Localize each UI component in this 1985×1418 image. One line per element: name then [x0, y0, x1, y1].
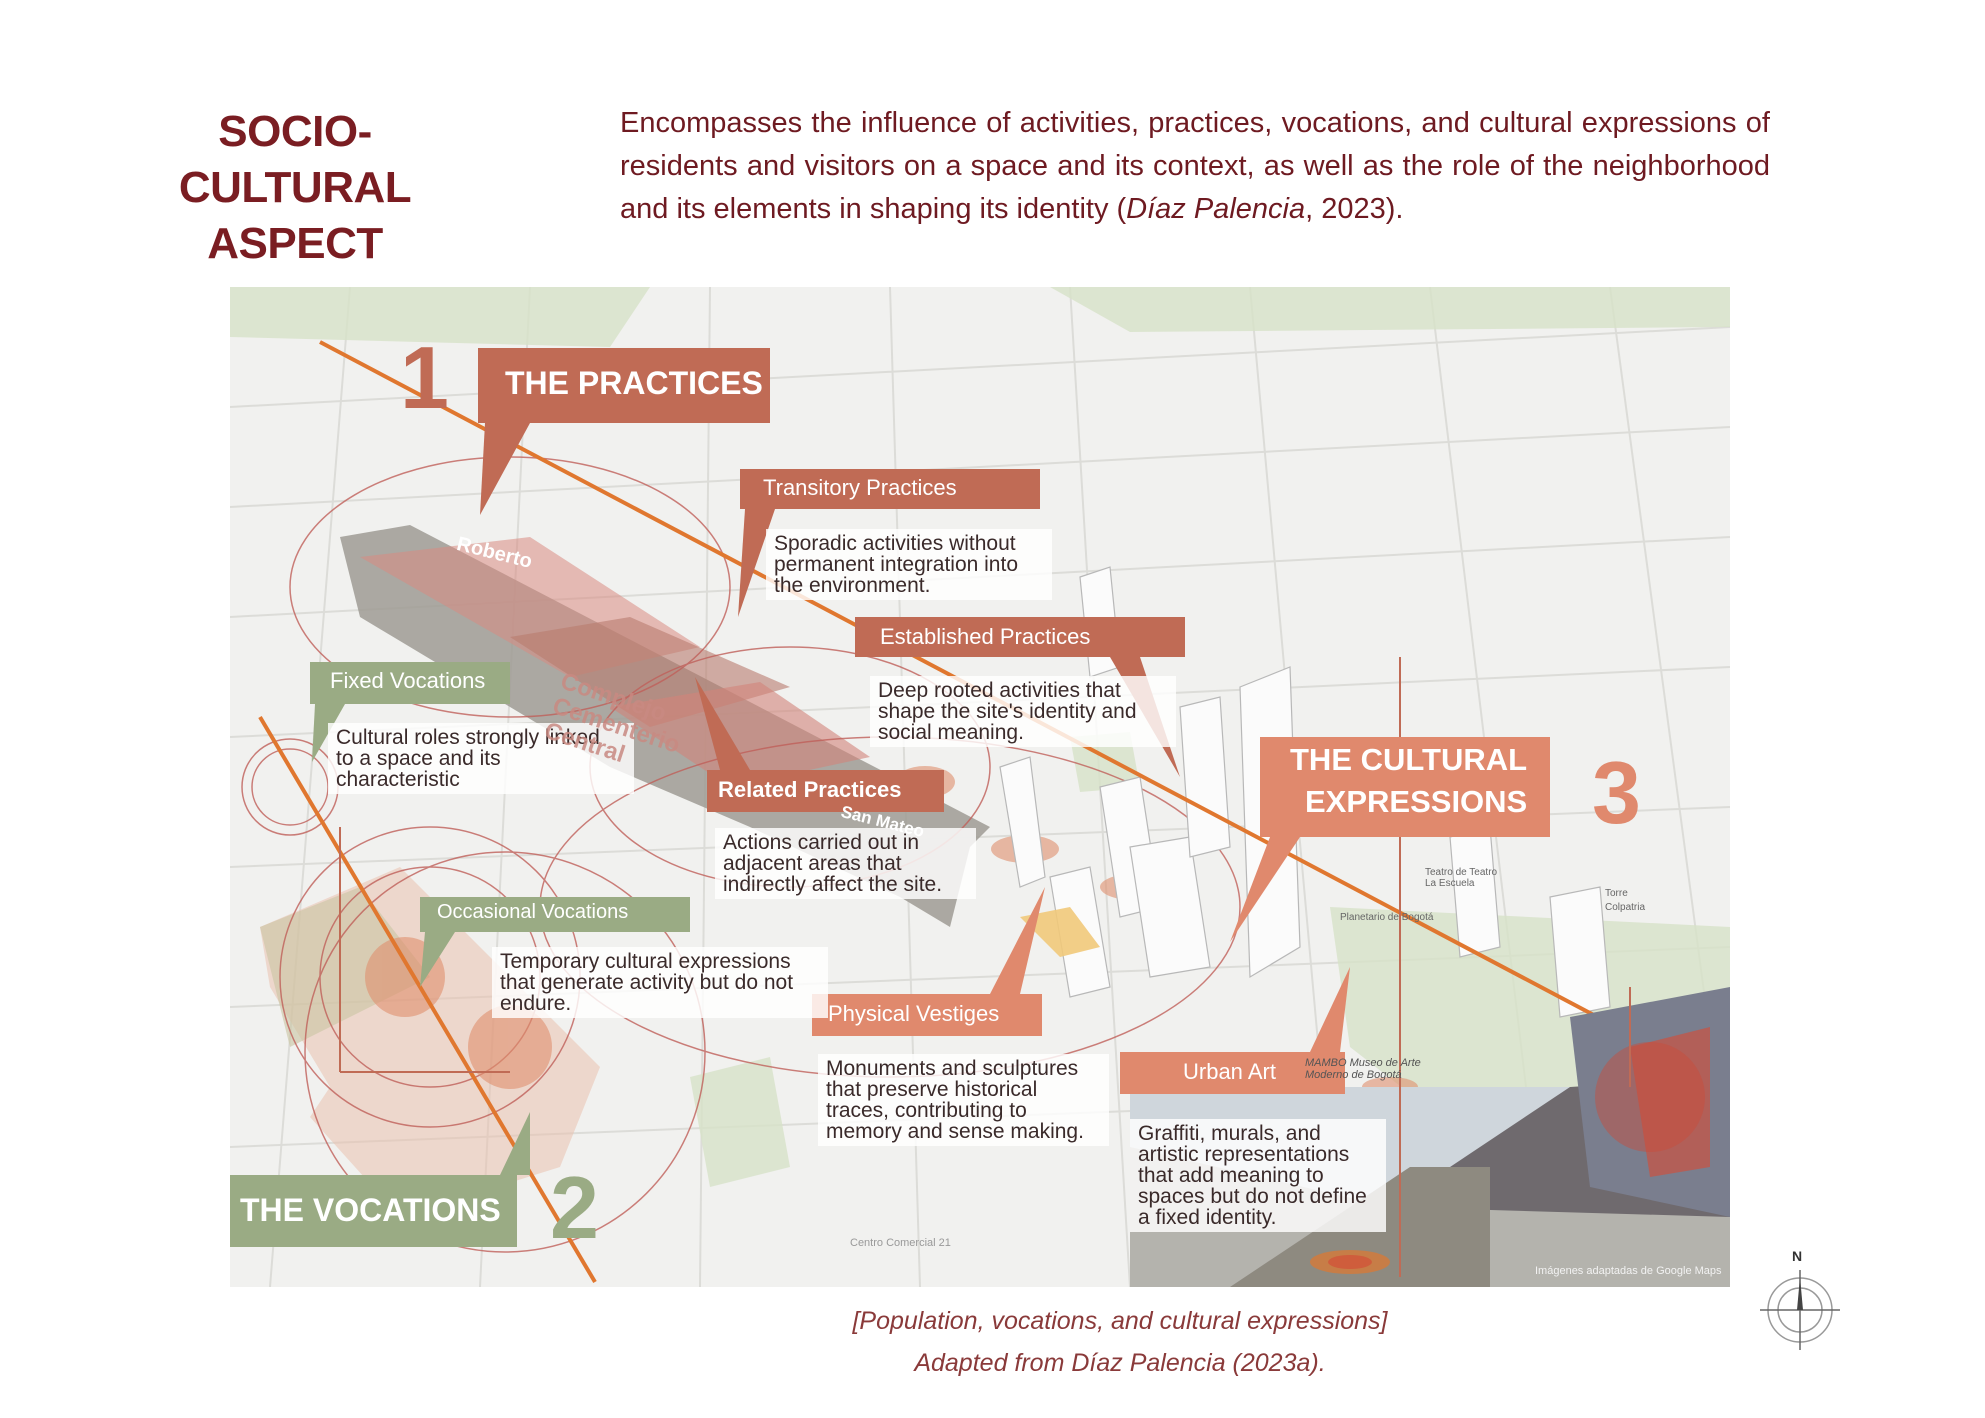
urban-art-label: Urban Art — [1183, 1059, 1276, 1084]
desc-line: Monuments and sculptures — [826, 1057, 1079, 1080]
desc-line: Deep rooted activities that — [878, 679, 1121, 702]
established-label: Established Practices — [880, 624, 1091, 649]
desc-line: a fixed identity. — [1138, 1206, 1277, 1229]
desc-line: adjacent areas that — [723, 852, 902, 875]
desc-line: artistic representations — [1138, 1143, 1350, 1166]
desc-line: Temporary cultural expressions — [500, 950, 791, 973]
established-desc: Deep rooted activities that shape the si… — [870, 676, 1176, 747]
occasional-label: Occasional Vocations — [437, 901, 629, 923]
title-line-2: ASPECT — [207, 219, 383, 268]
caption-line-1: [Population, vocations, and cultural exp… — [852, 1307, 1388, 1335]
occasional-callout — [420, 897, 690, 987]
vocations-callout — [230, 1112, 530, 1247]
vocations-number: 2 — [550, 1158, 599, 1257]
intro-tail: , 2023). — [1305, 193, 1404, 225]
north-compass-icon — [1760, 1270, 1840, 1350]
related-label: Related Practices — [718, 777, 902, 802]
desc-line: that preserve historical — [826, 1078, 1038, 1101]
vestiges-label: Physical Vestiges — [828, 1001, 1000, 1026]
desc-line: Cultural roles strongly linked — [336, 726, 600, 749]
desc-line: memory and sense making. — [826, 1120, 1084, 1143]
teatro-line: Teatro de Teatro — [1425, 867, 1498, 878]
mambo-line: Moderno de Bogotá — [1305, 1069, 1402, 1081]
torre-line: Colpatria — [1605, 902, 1646, 913]
urban-art-desc: Graffiti, murals, and artistic represent… — [1130, 1119, 1386, 1232]
related-callout — [695, 677, 944, 812]
urban-art-callout — [1120, 967, 1350, 1094]
urban-art-photo — [1130, 987, 1730, 1287]
related-desc: Actions carried out in adjacent areas th… — [715, 828, 976, 899]
desc-line: to a space and its — [336, 747, 501, 770]
expressions-title-line2: EXPRESSIONS — [1305, 784, 1528, 819]
fixed-callout — [310, 662, 510, 762]
desc-line: endure. — [500, 992, 572, 1015]
transitory-label: Transitory Practices — [763, 475, 957, 500]
mambo-line: MAMBO Museo de Arte — [1305, 1057, 1421, 1069]
intro-citation: Díaz Palencia — [1126, 193, 1306, 225]
image-credit: Imágenes adaptadas de Google Maps — [1535, 1265, 1722, 1277]
vestiges-callout — [812, 887, 1045, 1036]
transitory-desc: Sporadic activities without permanent in… — [766, 529, 1052, 600]
desc-line: that add meaning to — [1138, 1164, 1324, 1187]
practices-number: 1 — [400, 328, 449, 427]
compass-label: N — [1792, 1248, 1803, 1264]
transitory-callout — [738, 469, 1040, 617]
teatro-line: La Escuela — [1425, 878, 1475, 889]
desc-line: that generate activity but do not — [500, 971, 794, 994]
torre-label: Torre Colpatria — [1605, 887, 1645, 915]
vocations-axis — [258, 715, 597, 1284]
expressions-number: 3 — [1592, 743, 1641, 842]
expressions-callout — [1230, 737, 1550, 942]
expressions-title-line1: THE CULTURAL — [1290, 742, 1528, 777]
desc-line: the environment. — [774, 574, 931, 597]
centro-label: Centro Comercial 21 — [850, 1237, 951, 1249]
intro-text: Encompasses the influence of activities,… — [620, 107, 1770, 225]
vestige-zone — [1020, 907, 1100, 957]
practices-callout — [478, 348, 770, 515]
desc-line: shape the site's identity and — [878, 700, 1137, 723]
title-line-1: SOCIO-CULTURAL — [178, 107, 412, 212]
practices-title: THE PRACTICES — [505, 365, 763, 401]
planetario-label: Planetario de Bogotá — [1340, 912, 1434, 923]
desc-line: characteristic — [336, 768, 460, 791]
buildings — [999, 566, 1611, 1018]
desc-line: Graffiti, murals, and — [1138, 1122, 1321, 1145]
intro-paragraph: Encompasses the influence of activities,… — [620, 102, 1770, 231]
site-map-diagram: 1 2 3 THE PRACTICES THE VOCATIONS THE CU… — [230, 287, 1730, 1287]
page-title: SOCIO-CULTURAL ASPECT — [150, 104, 440, 272]
desc-line: social meaning. — [878, 721, 1024, 744]
callouts — [230, 348, 1550, 1247]
teatro-label: Teatro de Teatro La Escuela — [1425, 867, 1497, 889]
desc-line: traces, contributing to — [826, 1099, 1027, 1122]
desc-line: spaces but do not define — [1138, 1185, 1367, 1208]
desc-line: permanent integration into — [774, 553, 1018, 576]
vestiges-desc: Monuments and sculptures that preserve h… — [818, 1054, 1109, 1146]
mambo-label: MAMBO Museo de Arte Moderno de Bogotá — [1305, 1057, 1421, 1081]
desc-line: Actions carried out in — [723, 831, 920, 854]
desc-line: indirectly affect the site. — [723, 873, 943, 896]
figure-caption: [Population, vocations, and cultural exp… — [520, 1300, 1720, 1384]
vocations-title: THE VOCATIONS — [240, 1192, 501, 1228]
occasional-desc: Temporary cultural expressions that gene… — [492, 947, 828, 1018]
fixed-label: Fixed Vocations — [330, 668, 486, 693]
caption-line-2: Adapted from Díaz Palencia (2023a). — [914, 1349, 1326, 1377]
desc-line: Sporadic activities without — [774, 532, 1016, 555]
fixed-desc: Cultural roles strongly linked to a spac… — [328, 723, 634, 794]
torre-line: Torre — [1605, 888, 1628, 899]
